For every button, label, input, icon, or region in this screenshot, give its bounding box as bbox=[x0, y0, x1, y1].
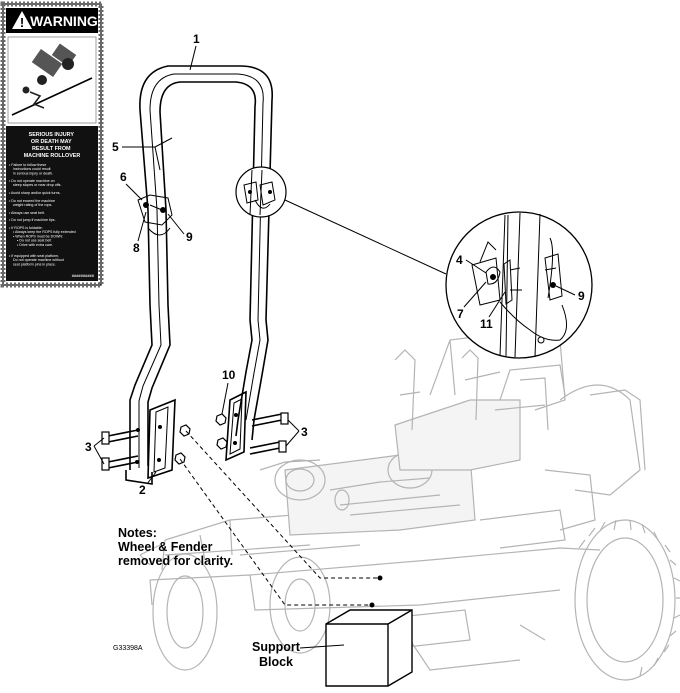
svg-text:8: 8 bbox=[133, 241, 140, 255]
svg-text:10: 10 bbox=[222, 368, 236, 382]
callout-9-right: 9 bbox=[555, 285, 585, 303]
svg-text:4: 4 bbox=[456, 253, 463, 267]
callout-5: 5 bbox=[112, 137, 173, 171]
alignment-lines bbox=[179, 430, 383, 608]
callout-2: 2 bbox=[139, 471, 157, 497]
callout-3-right: 3 bbox=[285, 419, 308, 447]
support-block bbox=[299, 609, 413, 687]
svg-text:3: 3 bbox=[85, 440, 92, 454]
notes-block: Notes: Wheel & Fender removed for clarit… bbox=[118, 526, 233, 568]
svg-text:5: 5 bbox=[112, 140, 119, 154]
mounting-bracket-right bbox=[225, 390, 247, 462]
svg-text:• If equipped with seat platfo: • If equipped with seat platform,Do not … bbox=[9, 254, 64, 266]
callout-10: 10 bbox=[221, 368, 236, 415]
svg-text:• Avoid sharp and/or quick tur: • Avoid sharp and/or quick turns. bbox=[9, 191, 61, 195]
bolt-pair-left bbox=[101, 429, 139, 471]
detail-leader-line bbox=[284, 199, 447, 275]
notes-line-2: removed for clarity. bbox=[118, 554, 233, 568]
exclamation-icon: ! bbox=[20, 15, 24, 30]
notes-title: Notes: bbox=[118, 526, 157, 540]
svg-text:7: 7 bbox=[457, 307, 464, 321]
mower-ghost-drawing bbox=[139, 329, 680, 681]
svg-text:1: 1 bbox=[193, 32, 200, 46]
svg-text:Block: Block bbox=[259, 655, 293, 669]
svg-text:11: 11 bbox=[480, 317, 493, 331]
figure-id: G33398A bbox=[113, 645, 143, 652]
support-block-label: Support Block bbox=[252, 640, 301, 669]
detail-source-circle bbox=[235, 166, 287, 218]
warning-header-text: WARNING bbox=[30, 13, 98, 29]
svg-text:Support: Support bbox=[252, 640, 301, 654]
svg-text:• If ROPS is foldable:• Always: • If ROPS is foldable:• Always keep the … bbox=[9, 226, 76, 247]
warning-hazard-text: SERIOUS INJURY OR DEATH MAY RESULT FROM … bbox=[24, 132, 81, 159]
svg-text:3: 3 bbox=[301, 425, 308, 439]
warning-part-number: ########## bbox=[72, 273, 95, 278]
mounting-bracket-left bbox=[135, 398, 176, 480]
svg-text:6: 6 bbox=[120, 170, 127, 184]
latch-assembly-left bbox=[137, 194, 173, 236]
svg-text:2: 2 bbox=[139, 483, 146, 497]
svg-text:9: 9 bbox=[186, 230, 193, 244]
callout-3-left: 3 bbox=[85, 437, 105, 465]
warning-triangle-icon bbox=[12, 11, 32, 29]
callout-6: 6 bbox=[120, 170, 143, 201]
detail-magnified-circle bbox=[445, 211, 593, 359]
rollover-pictogram-icon bbox=[11, 43, 93, 116]
rops-hoop bbox=[125, 65, 273, 485]
bolt-pair-right bbox=[249, 412, 289, 455]
svg-text:• Always use seat belt.: • Always use seat belt. bbox=[9, 211, 45, 215]
svg-text:• Do not jump if machine tips.: • Do not jump if machine tips. bbox=[9, 218, 56, 222]
svg-text:9: 9 bbox=[578, 289, 585, 303]
callout-8: 8 bbox=[133, 211, 147, 255]
callout-11: 11 bbox=[480, 291, 506, 331]
callout-7: 7 bbox=[457, 281, 487, 321]
callout-4: 4 bbox=[456, 253, 487, 274]
callout-9-left: 9 bbox=[167, 213, 193, 244]
locknuts bbox=[174, 413, 228, 465]
warning-decal: ! WARNING SERIOUS INJURY OR DEATH MAY RE… bbox=[0, 1, 104, 288]
notes-line-1: Wheel & Fender bbox=[118, 540, 213, 554]
callout-1: 1 bbox=[189, 32, 200, 71]
